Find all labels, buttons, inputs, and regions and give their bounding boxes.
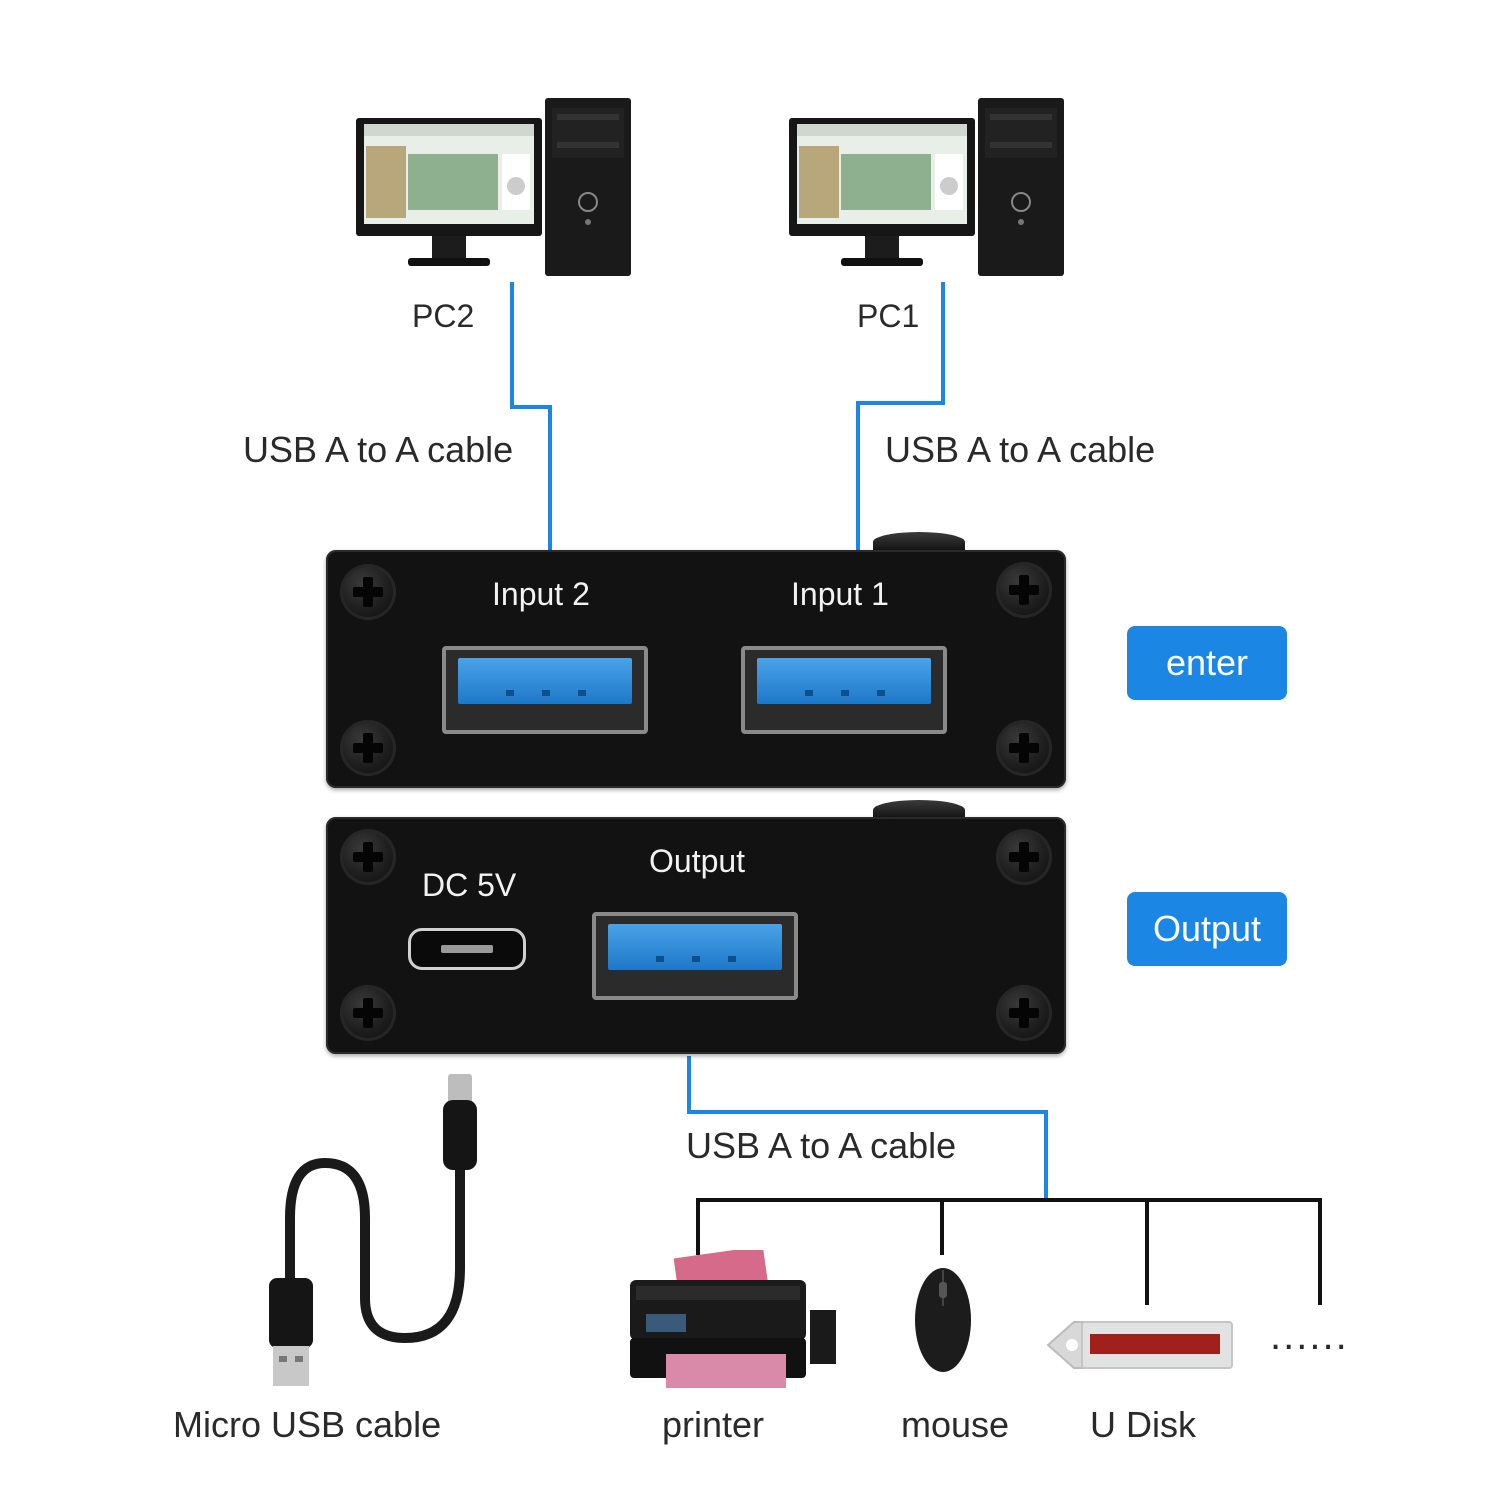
output-tag: Output [1127,892,1287,966]
wire-pc2-to-input2 [510,282,552,550]
pc2-cable-label: USB A to A cable [243,429,514,470]
switch-knob-icon [873,800,965,820]
wire-output-to-hub [687,1056,1048,1198]
device-hub-lines [696,1198,1322,1305]
switch-input-panel: Input 2 Input 1 [326,550,1066,788]
pc2-label: PC2 [412,298,475,334]
micro-usb-cable-icon [269,1074,477,1386]
mouse-label: mouse [901,1404,1010,1445]
screw-icon [340,564,396,620]
screw-icon [340,720,396,776]
more-devices-ellipsis: ...... [1270,1314,1349,1358]
screw-icon [996,985,1052,1041]
printer-icon [630,1250,836,1388]
pc1-cable-label: USB A to A cable [885,429,1156,470]
wire-pc1-to-input1 [856,282,945,550]
dc-5v-micro-usb-port[interactable] [408,928,526,970]
output-cable-label: USB A to A cable [686,1125,957,1166]
printer-label: printer [662,1404,765,1445]
output-usb-port[interactable] [592,912,798,1000]
screw-icon [340,829,396,885]
screw-icon [996,562,1052,618]
micro-usb-cable-label: Micro USB cable [173,1404,442,1445]
output-port-label: Output [649,843,746,879]
pc1-computer-icon [789,98,1064,276]
input-2-usb-port[interactable] [442,646,648,734]
pc2-computer-icon [356,98,631,276]
dc-5v-label: DC 5V [422,867,517,903]
screw-icon [996,829,1052,885]
u-disk-icon [1046,1321,1233,1369]
screw-icon [340,985,396,1041]
u-disk-label: U Disk [1090,1404,1196,1445]
enter-tag: enter [1127,626,1287,700]
screw-icon [996,720,1052,776]
switch-knob-icon [873,532,965,552]
input-2-label: Input 2 [492,576,590,612]
input-1-usb-port[interactable] [741,646,947,734]
mouse-icon [915,1268,971,1372]
switch-output-panel: DC 5V Output [326,817,1066,1054]
pc1-label: PC1 [857,298,920,334]
input-1-label: Input 1 [791,576,889,612]
